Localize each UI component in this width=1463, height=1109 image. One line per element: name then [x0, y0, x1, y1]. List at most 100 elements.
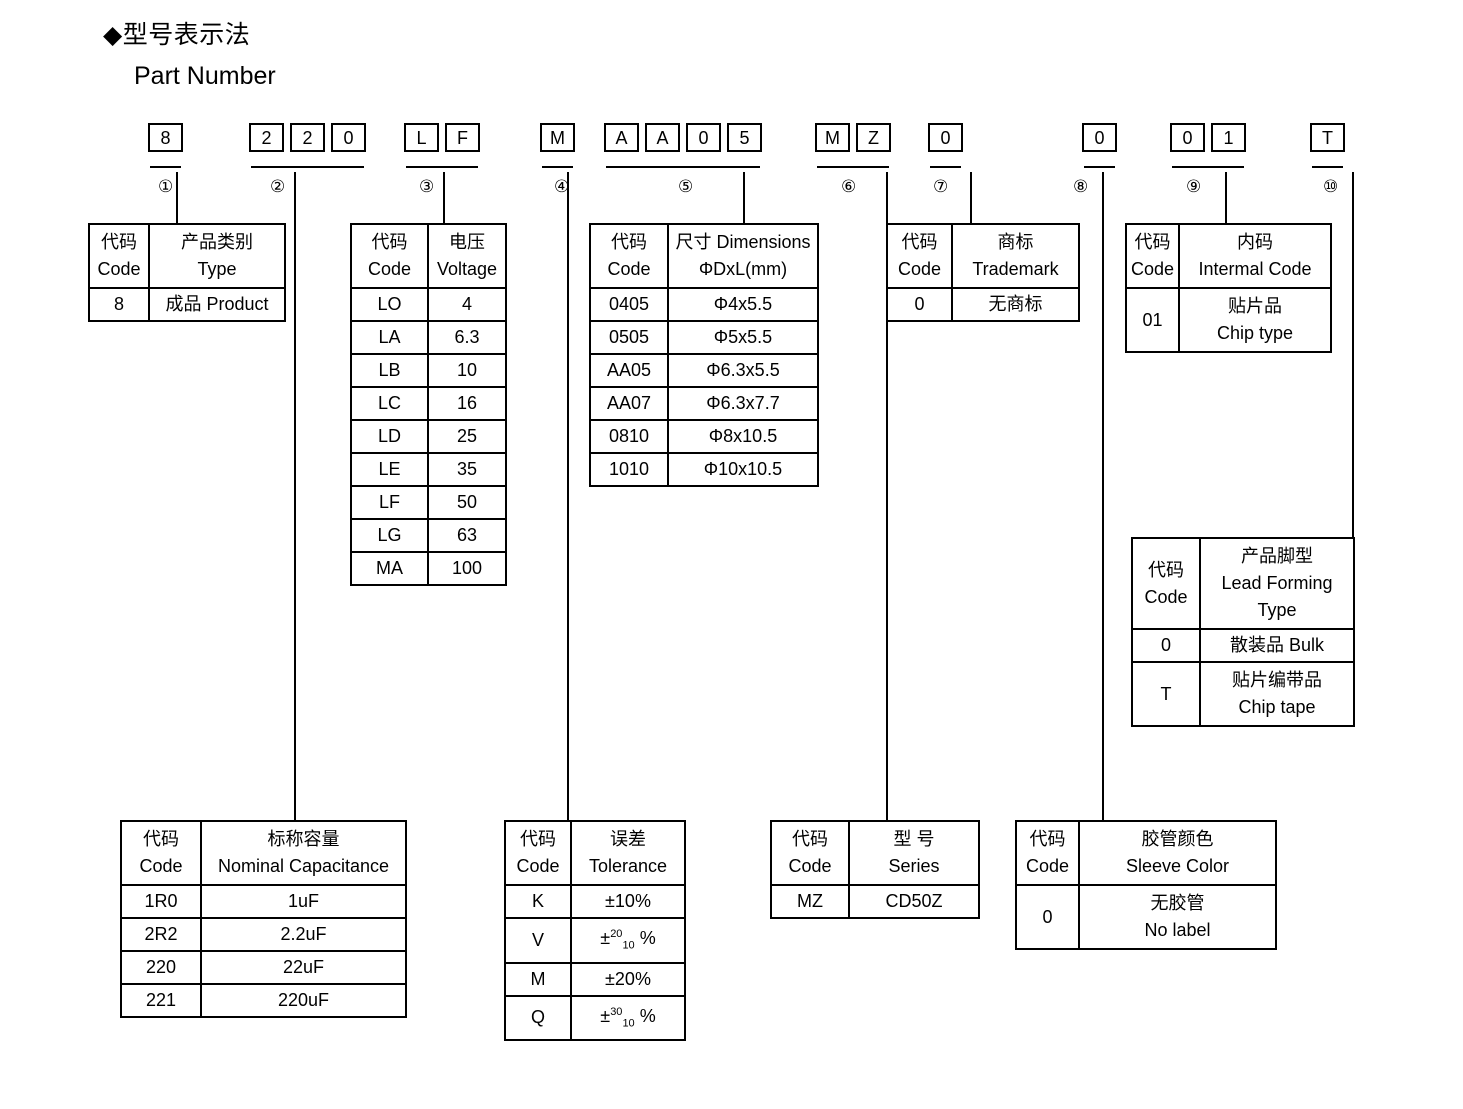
cell-value: ±10% [570, 884, 686, 919]
group-underline [1172, 166, 1244, 168]
cell-code: MZ [770, 884, 850, 919]
group-underline [406, 166, 478, 168]
diamond-bullet-icon: ◆ [103, 21, 123, 49]
group-index-10: ⑩ [1323, 177, 1339, 196]
leader-line-5 [743, 172, 745, 223]
group-underline [1312, 166, 1343, 168]
group-index-9: ⑨ [1186, 177, 1202, 196]
cell-code: LB [350, 353, 429, 388]
cell-value: 10 [427, 353, 507, 388]
cell-code: K [504, 884, 572, 919]
table-row: K±10% [504, 884, 686, 919]
group-underline [606, 166, 760, 168]
cell-code: 1010 [589, 452, 669, 487]
part-number-char-box: T [1310, 123, 1345, 152]
cell-value: CD50Z [848, 884, 980, 919]
part-number-char-box: M [815, 123, 850, 152]
table-sleeve-color: 代码 Code 胶管颜色 Sleeve Color 0 无胶管 No label [1015, 820, 1277, 950]
cell-code: LG [350, 518, 429, 553]
cell-code: 01 [1125, 287, 1180, 353]
leader-line-9 [1225, 172, 1227, 223]
part-number-char-box: Z [856, 123, 891, 152]
cell-value: Φ6.3x7.7 [667, 386, 819, 421]
cell-code: 221 [120, 983, 202, 1018]
header-cell-code: 代码 Code [770, 820, 850, 886]
cell-code: T [1131, 661, 1201, 727]
cell-code: 1R0 [120, 884, 202, 919]
cell-value: 无胶管 No label [1078, 884, 1277, 950]
part-number-char-box: 8 [148, 123, 183, 152]
leader-line-6 [886, 172, 888, 820]
group-index-6: ⑥ [841, 177, 857, 196]
table-row: V±2010 % [504, 917, 686, 964]
page-title-en: Part Number [134, 62, 276, 90]
cell-value: ±2010 % [570, 917, 686, 964]
cell-code: 0810 [589, 419, 669, 454]
group-index-4: ④ [554, 177, 570, 196]
cell-value: 35 [427, 452, 507, 487]
cell-value: Φ4x5.5 [667, 287, 819, 322]
part-number-char-box: 0 [1082, 123, 1117, 152]
table-lead-forming: 代码 Code 产品脚型 Lead Forming Type 0 散装品 Bul… [1131, 537, 1355, 727]
table-row: 0 无胶管 No label [1015, 884, 1277, 950]
cell-code: LF [350, 485, 429, 520]
header-cell-lead-forming: 产品脚型 Lead Forming Type [1199, 537, 1355, 630]
cell-value: 4 [427, 287, 507, 322]
group-index-8: ⑧ [1073, 177, 1089, 196]
cell-value: Φ5x5.5 [667, 320, 819, 355]
part-number-char-box: M [540, 123, 575, 152]
cell-code: LC [350, 386, 429, 421]
cell-value: ±3010 % [570, 994, 686, 1042]
table-row: Q±3010 % [504, 994, 686, 1042]
group-underline [150, 166, 181, 168]
cell-code: AA05 [589, 353, 669, 388]
cell-value: 50 [427, 485, 507, 520]
leader-line-10 [1352, 172, 1354, 537]
group-underline [817, 166, 889, 168]
cell-code: LA [350, 320, 429, 355]
cell-code: MA [350, 551, 429, 586]
cell-code: 0 [1015, 884, 1080, 950]
cell-value: 63 [427, 518, 507, 553]
cell-value: 220uF [200, 983, 407, 1018]
group-underline [251, 166, 364, 168]
part-number-char-box: 5 [727, 123, 762, 152]
table-trademark: 代码 Code 商标 Trademark 0 无商标 [886, 223, 1080, 322]
table-header-row: 代码 Code 商标 Trademark [886, 223, 1080, 289]
cell-code: 0505 [589, 320, 669, 355]
cell-value: 6.3 [427, 320, 507, 355]
cell-value: 无商标 [951, 287, 1080, 322]
cell-code: 8 [88, 287, 150, 322]
cell-code: LO [350, 287, 429, 322]
cell-value: 100 [427, 551, 507, 586]
cell-value: 成品 Product [148, 287, 286, 322]
cell-code: 0 [1131, 628, 1201, 663]
table-header-row: 代码 Code 内码 Intermal Code [1125, 223, 1332, 289]
leader-line-2 [294, 172, 296, 820]
cell-code: 2R2 [120, 917, 202, 952]
group-index-5: ⑤ [678, 177, 694, 196]
table-header-row: 代码 Code 产品类别 Type [88, 223, 286, 289]
table-row: 01 贴片品 Chip type [1125, 287, 1332, 353]
